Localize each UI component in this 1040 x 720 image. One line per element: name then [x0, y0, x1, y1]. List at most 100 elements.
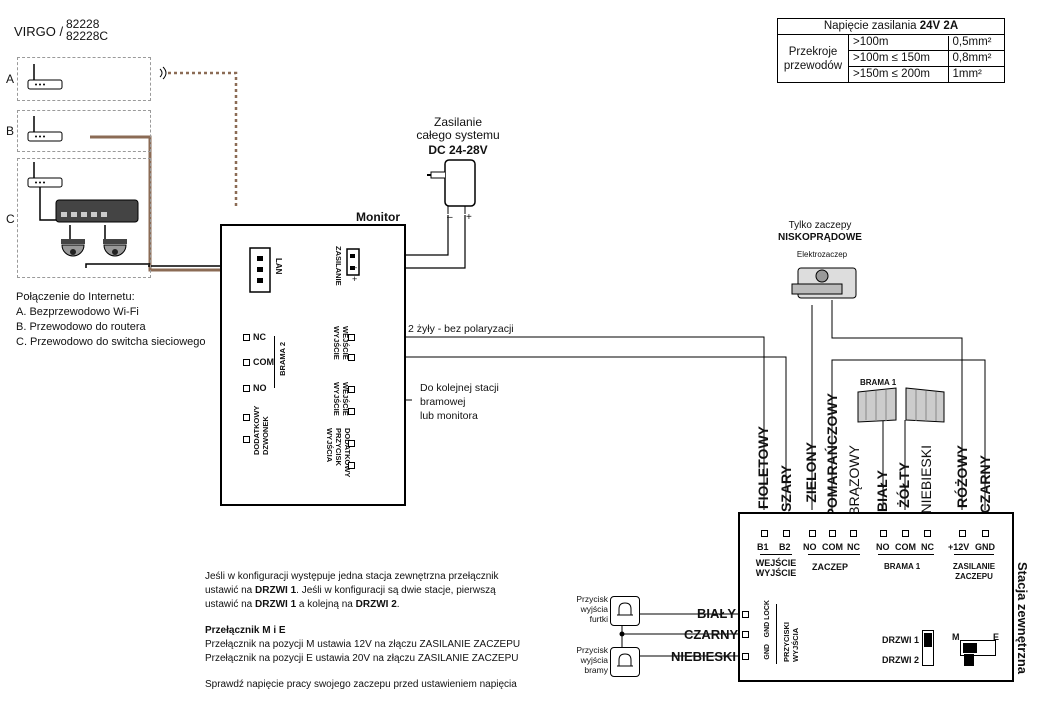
pin-label-b1: B1: [757, 542, 769, 552]
model-number-1: 82228: [66, 17, 100, 31]
bracket-brama: [878, 554, 934, 555]
connection-options-text: Połączenie do Internetu: A. Bezprzewodow…: [16, 291, 206, 348]
notes-block: Jeśli w konfiguracji występuje jedna sta…: [205, 571, 521, 690]
wire-label-pomaranczowy: POMARAŃCZOWY: [824, 393, 840, 518]
pin-gnd: [982, 530, 989, 537]
switch-e-label: E: [993, 632, 1000, 642]
przyciski-bracket: [776, 604, 777, 664]
wire-label-niebieski: NIEBIESKI: [918, 445, 934, 514]
group-brama-label: BRAMA 1: [884, 562, 921, 571]
switch-m-label: M: [952, 632, 960, 642]
option-c-box: [17, 158, 151, 278]
me-switch[interactable]: [960, 640, 996, 656]
option-b-box: [17, 110, 151, 152]
lan-connector: [249, 247, 271, 293]
przyciski-label: PRZYCISKI WYJŚCIA: [782, 621, 800, 662]
side-pin-3: [742, 653, 749, 660]
wire-label-bialy: BIAŁY: [874, 470, 890, 512]
router-icon: [27, 64, 63, 90]
lock-title: Tylko zaczepy NISKOPRĄDOWE: [778, 220, 862, 243]
pin-zaczep-com: [829, 530, 836, 537]
option-label-b: B: [6, 124, 15, 138]
router-icon: [27, 162, 63, 188]
power-supply-label: Zasilanie: [433, 115, 483, 129]
side-pin-label-1: GND LOCK: [764, 600, 771, 638]
drzwi1-label: DRZWI 1: [882, 635, 919, 645]
drzwi2-label: DRZWI 2: [882, 655, 919, 665]
next-station-note: Do kolejnej stacji bramowej lub monitora: [420, 382, 499, 422]
wire-label-rozowy: RÓŻOWY: [954, 445, 970, 508]
option-label-a: A: [6, 72, 15, 86]
bracket-wejscie: [760, 554, 792, 555]
wire-label-czarny: CZARNY: [977, 455, 993, 514]
ww2-pin-1: [348, 386, 355, 393]
pin-label-12v: +12V: [948, 542, 970, 552]
pin-b2: [783, 530, 790, 537]
pin-label-com: COM: [822, 542, 843, 552]
button-bramy-label: Przycisk wyjścia bramy: [576, 645, 608, 675]
lan-label: LAN: [274, 258, 283, 275]
option-a-box: [17, 57, 151, 101]
pin-b1: [761, 530, 768, 537]
spec-divider: [948, 36, 949, 83]
gate-label: BRAMA 1: [860, 378, 897, 387]
monitor-minus: –: [352, 262, 358, 272]
wire-label-fioletowy: FIOLETOWY: [755, 426, 771, 509]
wire-fioletowy: [352, 336, 765, 510]
brama2-no-pin: [243, 385, 250, 392]
gate-icon: [857, 387, 945, 423]
wifi-signal-icon: [159, 66, 167, 80]
lock-name: Elektrozaczep: [796, 250, 848, 259]
power-supply-label-2: całego systemu: [416, 128, 500, 142]
group-zasilanie-label: ZASILANIE ZACZEPU: [952, 562, 996, 581]
pin-zaczep-no: [809, 530, 816, 537]
wire-note: 2 żyły - bez polaryzacji: [408, 323, 514, 335]
dzwonek-label: DODATKOWY DZWONEK: [252, 405, 270, 455]
bell-icon: [617, 602, 633, 616]
router-icon: [27, 116, 63, 142]
group-wejscie-label: WEJŚCIE WYJŚCIE: [755, 558, 797, 578]
ww2-pin-2: [348, 408, 355, 415]
pin-brama-no: [880, 530, 887, 537]
camera-icon: [61, 239, 85, 257]
wejscie-wyjscie-2-label: WEJŚCIE WYJŚCIE: [332, 382, 350, 416]
wire-label-szary: SZARY: [778, 465, 794, 512]
pin-12v: [959, 530, 966, 537]
pin-zaczep-nc: [850, 530, 857, 537]
power-connector: [346, 248, 360, 276]
ww1-pin-2: [348, 354, 355, 361]
power-spec-table: Napięcie zasilania 24V 2A Przekroje prze…: [777, 18, 1005, 83]
wire-label-brazowy: BRĄZOWY: [846, 445, 862, 516]
ww1-pin-1: [348, 334, 355, 341]
camera-icon: [103, 239, 127, 257]
spec-row-label: Przekroje przewodów: [777, 34, 849, 83]
exit-button-bramy[interactable]: [610, 647, 640, 677]
brama2-com-label: COM: [253, 357, 274, 367]
monitor-zasilanie-label: ZASILANIE: [334, 246, 343, 286]
dzwonek-pin-2: [243, 436, 250, 443]
brama2-no-label: NO: [253, 383, 267, 393]
brama2-bracket: [274, 336, 275, 388]
brama2-nc-pin: [243, 334, 250, 341]
pin-label-gnd: GND: [975, 542, 995, 552]
power-plus: +: [466, 212, 472, 223]
pw-pin-2: [348, 462, 355, 469]
electric-lock-icon: [791, 267, 857, 299]
exit-button-furtki[interactable]: [610, 596, 640, 626]
pin-label-brama-no: NO: [876, 542, 890, 552]
option-label-c: C: [6, 212, 15, 226]
button-wire-niebieski: NIEBIESKI: [671, 649, 737, 664]
pin-brama-com: [902, 530, 909, 537]
brama2-nc-label: NC: [253, 332, 266, 342]
pw-pin-1: [348, 440, 355, 447]
wire-szary: [352, 356, 787, 510]
spec-title: Napięcie zasilania 24V 2A: [777, 18, 1005, 35]
me-switch-base: [964, 654, 974, 666]
outdoor-station-title: Stacja zewnętrzna: [1015, 562, 1030, 674]
drzwi-switch[interactable]: [922, 630, 934, 666]
wifi-dotted-line: [168, 71, 238, 208]
monitor-plus: +: [352, 274, 358, 284]
